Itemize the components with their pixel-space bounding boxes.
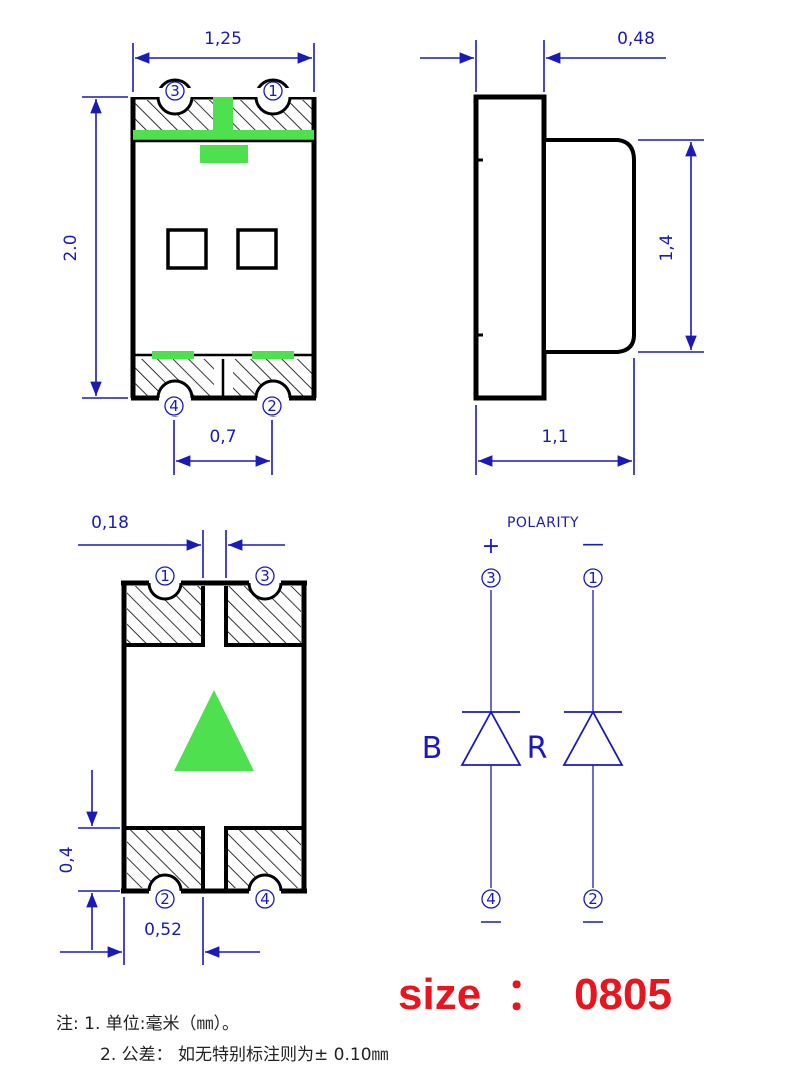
side-body: [473, 94, 547, 401]
diode-b-label: B: [422, 731, 443, 766]
top-view: 3 1 4 2 1,25 2.0 0,7: [61, 29, 318, 475]
thickness-label: 0,48: [617, 29, 655, 49]
polarity-diagram: POLARITY + — 3 4 B 1 2 R: [422, 515, 624, 923]
pad-bottom-left: [127, 828, 203, 888]
bottom-right-pad: [233, 359, 312, 396]
gap-label: 0,18: [91, 513, 129, 533]
pad-top-left: [127, 586, 203, 645]
diode-r-label: R: [527, 731, 548, 766]
pin-label-bottom-view-top-right: 3: [260, 567, 270, 585]
green-bottom-right: [252, 351, 294, 359]
diode-r-top-pin: 1: [588, 569, 598, 587]
width-label: 1,25: [204, 29, 242, 49]
green-mark: [200, 145, 248, 163]
depth-label: 1,1: [541, 427, 568, 447]
green-stem: [213, 97, 233, 137]
diode-b-bottom-pin: 4: [486, 890, 496, 908]
pad-width-label: 0,52: [144, 920, 182, 940]
top-right-pad: [233, 100, 312, 138]
bottom-view: 1 3 2 4 0,18 0,4 0,52: [57, 513, 310, 965]
diode-b-triangle: [460, 710, 522, 766]
pin-label-bottom-view-bottom-left: 2: [160, 890, 170, 908]
pad-top-right: [226, 586, 301, 645]
pin-label-top-left: 3: [170, 82, 180, 100]
diode-r-triangle: [562, 710, 624, 766]
diode-b-top-pin: 3: [486, 569, 496, 587]
green-bottom-left: [152, 351, 194, 359]
note-line-1: 注: 1. 单位:毫米（㎜）。: [56, 1014, 239, 1034]
pin-label-bottom-left: 4: [169, 397, 179, 415]
side-view: 0,48 1,4 1,1: [420, 29, 704, 475]
top-left-pad: [135, 100, 214, 138]
note-line-2: 2. 公差： 如无特别标注则为± 0.10㎜: [100, 1045, 389, 1065]
bottom-left-pad: [135, 359, 214, 396]
chip-right: [236, 228, 278, 270]
chip-left: [166, 228, 208, 270]
size-title: size ： 0805: [398, 970, 672, 1019]
pad-bottom-right: [226, 828, 301, 888]
polarity-triangle: [174, 690, 254, 771]
pin-label-bottom-right: 2: [267, 397, 277, 415]
top-edge-mask: [128, 88, 318, 97]
plus-sign: +: [482, 534, 500, 559]
polarity-title: POLARITY: [507, 515, 579, 531]
lens-height-label: 1,4: [657, 234, 677, 261]
height-label: 2.0: [61, 234, 81, 261]
pitch-label: 0,7: [209, 427, 236, 447]
minus-sign: —: [582, 532, 604, 557]
pin-label-bottom-view-bottom-right: 4: [260, 890, 270, 908]
pin-label-bottom-view-top-left: 1: [160, 567, 170, 585]
pin-label-top-right: 1: [268, 82, 278, 100]
pad-height-label: 0,4: [57, 846, 77, 873]
diode-r-bottom-pin: 2: [588, 890, 598, 908]
side-lens: [544, 138, 636, 354]
